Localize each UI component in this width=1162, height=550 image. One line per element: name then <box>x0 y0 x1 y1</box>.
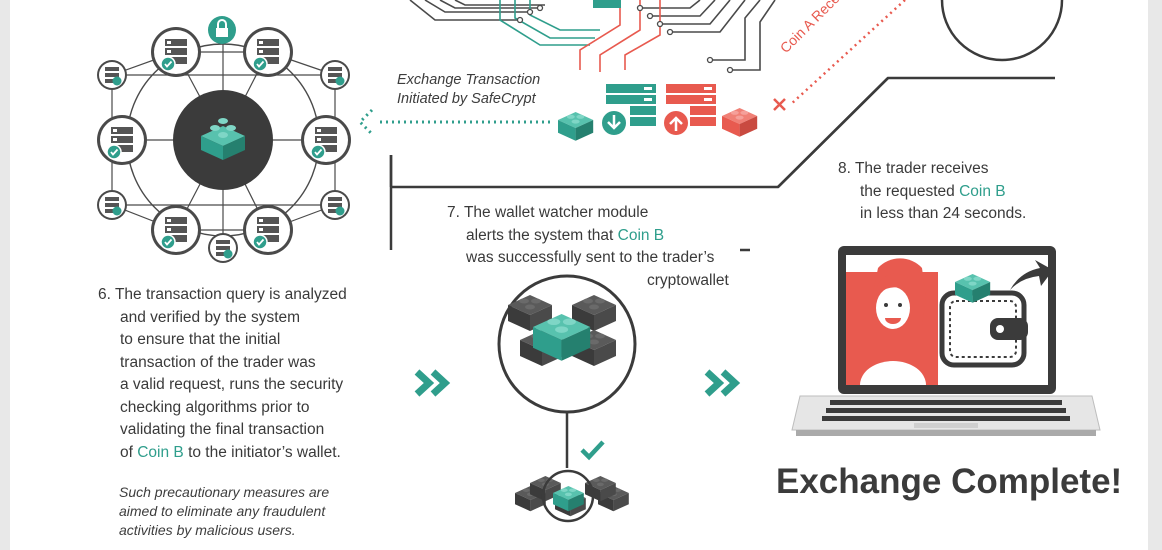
top-circle-fragment <box>940 0 1064 62</box>
step6-line8: of Coin B to the initiator’s wallet. <box>98 442 347 465</box>
server-icon <box>150 204 202 256</box>
step6-line8-post: to the initiator’s wallet. <box>183 443 341 461</box>
step7-line2: alerts the system that Coin B <box>447 225 729 248</box>
step6-line2: and verified by the system <box>120 308 301 326</box>
check-icon <box>580 440 605 461</box>
lock-icon <box>208 16 236 44</box>
step6-note-line3: activities by malicious users. <box>119 522 296 538</box>
exchange-servers <box>558 84 758 141</box>
step6-line7: validating the final transaction <box>120 421 325 438</box>
step-8-description: 8. The trader receives the requested Coi… <box>838 158 1026 226</box>
step8-line2: the requested Coin B <box>838 181 1026 204</box>
server-icon <box>300 114 352 166</box>
server-icon <box>320 60 350 90</box>
step6-line3: to ensure that the initial <box>120 331 281 348</box>
step7-line3: was successfully sent to the trader’s <box>466 249 715 266</box>
step-7-description: 7. The wallet watcher module alerts the … <box>447 202 729 292</box>
left-margin-bar <box>0 0 10 550</box>
wallet-watcher-visual <box>497 274 637 523</box>
step6-note-line1: Such precautionary measures are <box>119 484 330 500</box>
circuit-traces <box>409 0 776 74</box>
step6-line8-pre: of <box>120 443 138 461</box>
server-icon <box>242 204 294 256</box>
step-6-note: Such precautionary measures are aimed to… <box>119 483 329 540</box>
coin-b-highlight: Coin B <box>137 443 184 461</box>
step-6-description: 6. The transaction query is analyzed and… <box>98 284 347 464</box>
server-icon <box>150 26 202 78</box>
wallet-icon <box>939 274 1028 368</box>
exchange-caption-line2: Initiated by SafeCrypt <box>397 91 536 107</box>
server-icon <box>242 26 294 78</box>
step7-line4: cryptowallet <box>647 271 729 289</box>
server-icon <box>320 190 350 220</box>
server-icon <box>208 233 238 263</box>
coin-b-highlight: Coin B <box>959 182 1006 200</box>
arrow-icon <box>1010 260 1053 290</box>
download-icon <box>600 109 628 137</box>
step6-line6: checking algorithms prior to <box>120 398 310 416</box>
teal-dotted-arrow <box>357 108 552 136</box>
step7-line1: 7. The wallet watcher module <box>447 204 649 221</box>
exchange-complete-title: Exchange Complete! <box>776 462 1123 501</box>
step6-note-line2: aimed to eliminate any fraudulent <box>119 503 326 519</box>
coin-b-highlight: Coin B <box>617 226 665 244</box>
step7-line2-pre: alerts the system that <box>466 226 618 244</box>
server-network <box>96 16 352 263</box>
exchange-caption: Exchange Transaction Initiated by SafeCr… <box>397 71 540 109</box>
step6-line4: transaction of the trader was <box>120 353 316 371</box>
step8-line2-pre: the requested <box>860 182 960 200</box>
step6-line5: a valid request, runs the security <box>120 376 344 393</box>
coin-a-arrow <box>773 0 906 111</box>
blockchain-cube-icon <box>201 118 245 160</box>
server-icon <box>666 84 716 126</box>
server-icon <box>606 84 656 126</box>
trader-avatar-icon <box>846 258 938 385</box>
chevron-double-right-icon <box>704 369 741 397</box>
server-icon <box>96 114 148 166</box>
step6-line1: 6. The transaction query is analyzed <box>98 286 347 303</box>
server-icon <box>97 190 127 220</box>
server-icon <box>97 60 127 90</box>
right-margin-bar <box>1148 0 1162 550</box>
chevron-double-right-icon <box>414 369 451 397</box>
step8-line3: in less than 24 seconds. <box>860 205 1027 222</box>
exchange-caption-line1: Exchange Transaction <box>397 72 541 88</box>
step8-line1: 8. The trader receives <box>838 160 989 177</box>
upload-icon <box>662 109 690 137</box>
